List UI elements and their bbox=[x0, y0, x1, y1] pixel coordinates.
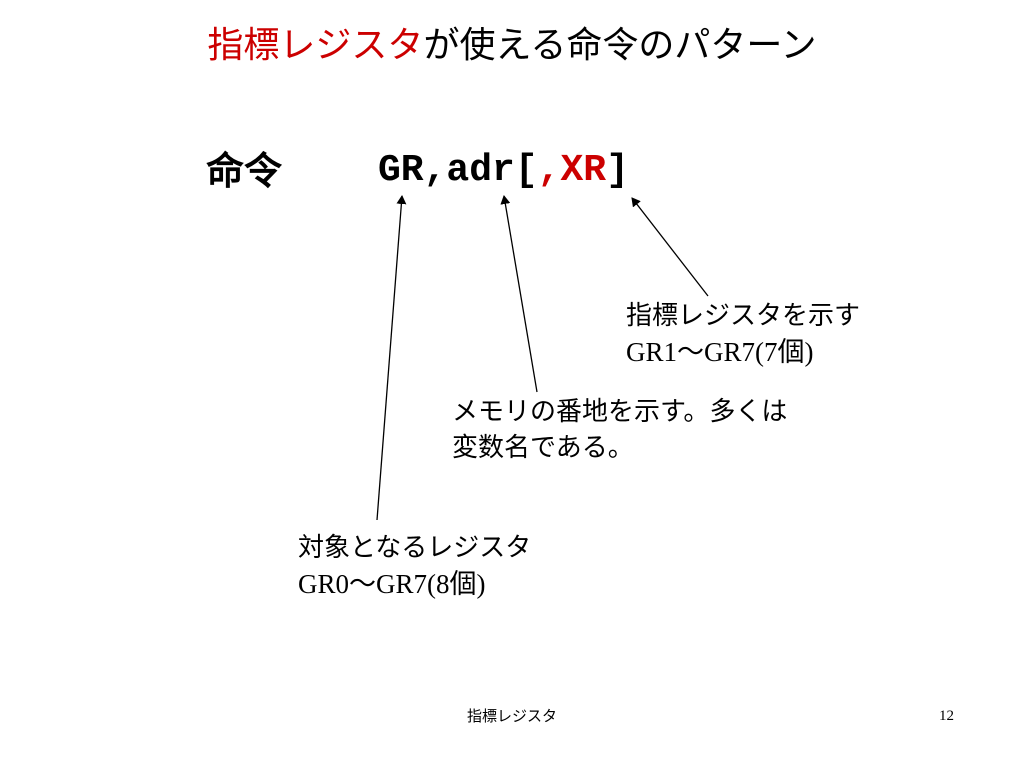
operand-syntax: GR,adr[,XR] bbox=[378, 146, 629, 196]
note-xr-line2: GR1～GR7(7個) bbox=[626, 337, 814, 367]
note-adr-line1: メモリの番地を示す。多くは bbox=[452, 397, 788, 427]
operand-gr-adr: GR,adr[ bbox=[378, 149, 538, 192]
operand-xr: ,XR bbox=[537, 149, 607, 192]
note-gr-line1: 対象となるレジスタ bbox=[298, 533, 532, 563]
instruction-label: 命令 bbox=[206, 149, 283, 193]
page-number: 12 bbox=[939, 708, 954, 724]
arrow-to-gr bbox=[376, 195, 407, 521]
note-target-register: 対象となるレジスタ GR0～GR7(8個) bbox=[298, 530, 531, 602]
slide-title: 指標レジスタが使える命令のパターン bbox=[0, 22, 1024, 70]
slide-title-rest: が使える命令のパターン bbox=[423, 25, 817, 66]
note-index-register: 指標レジスタを示す GR1～GR7(7個) bbox=[626, 298, 860, 370]
operand-close-bracket: ] bbox=[606, 149, 629, 192]
note-xr-line1: 指標レジスタを示す bbox=[626, 301, 861, 331]
note-address: メモリの番地を示す。多くは 変数名である。 bbox=[452, 394, 787, 466]
arrow-to-adr bbox=[500, 195, 538, 393]
slide-title-accent: 指標レジスタ bbox=[207, 25, 424, 66]
footer-title: 指標レジスタ bbox=[466, 707, 557, 725]
note-adr-line2: 変数名である。 bbox=[452, 433, 634, 463]
note-gr-line2: GR0～GR7(8個) bbox=[298, 569, 486, 599]
arrow-to-xr bbox=[631, 197, 709, 297]
